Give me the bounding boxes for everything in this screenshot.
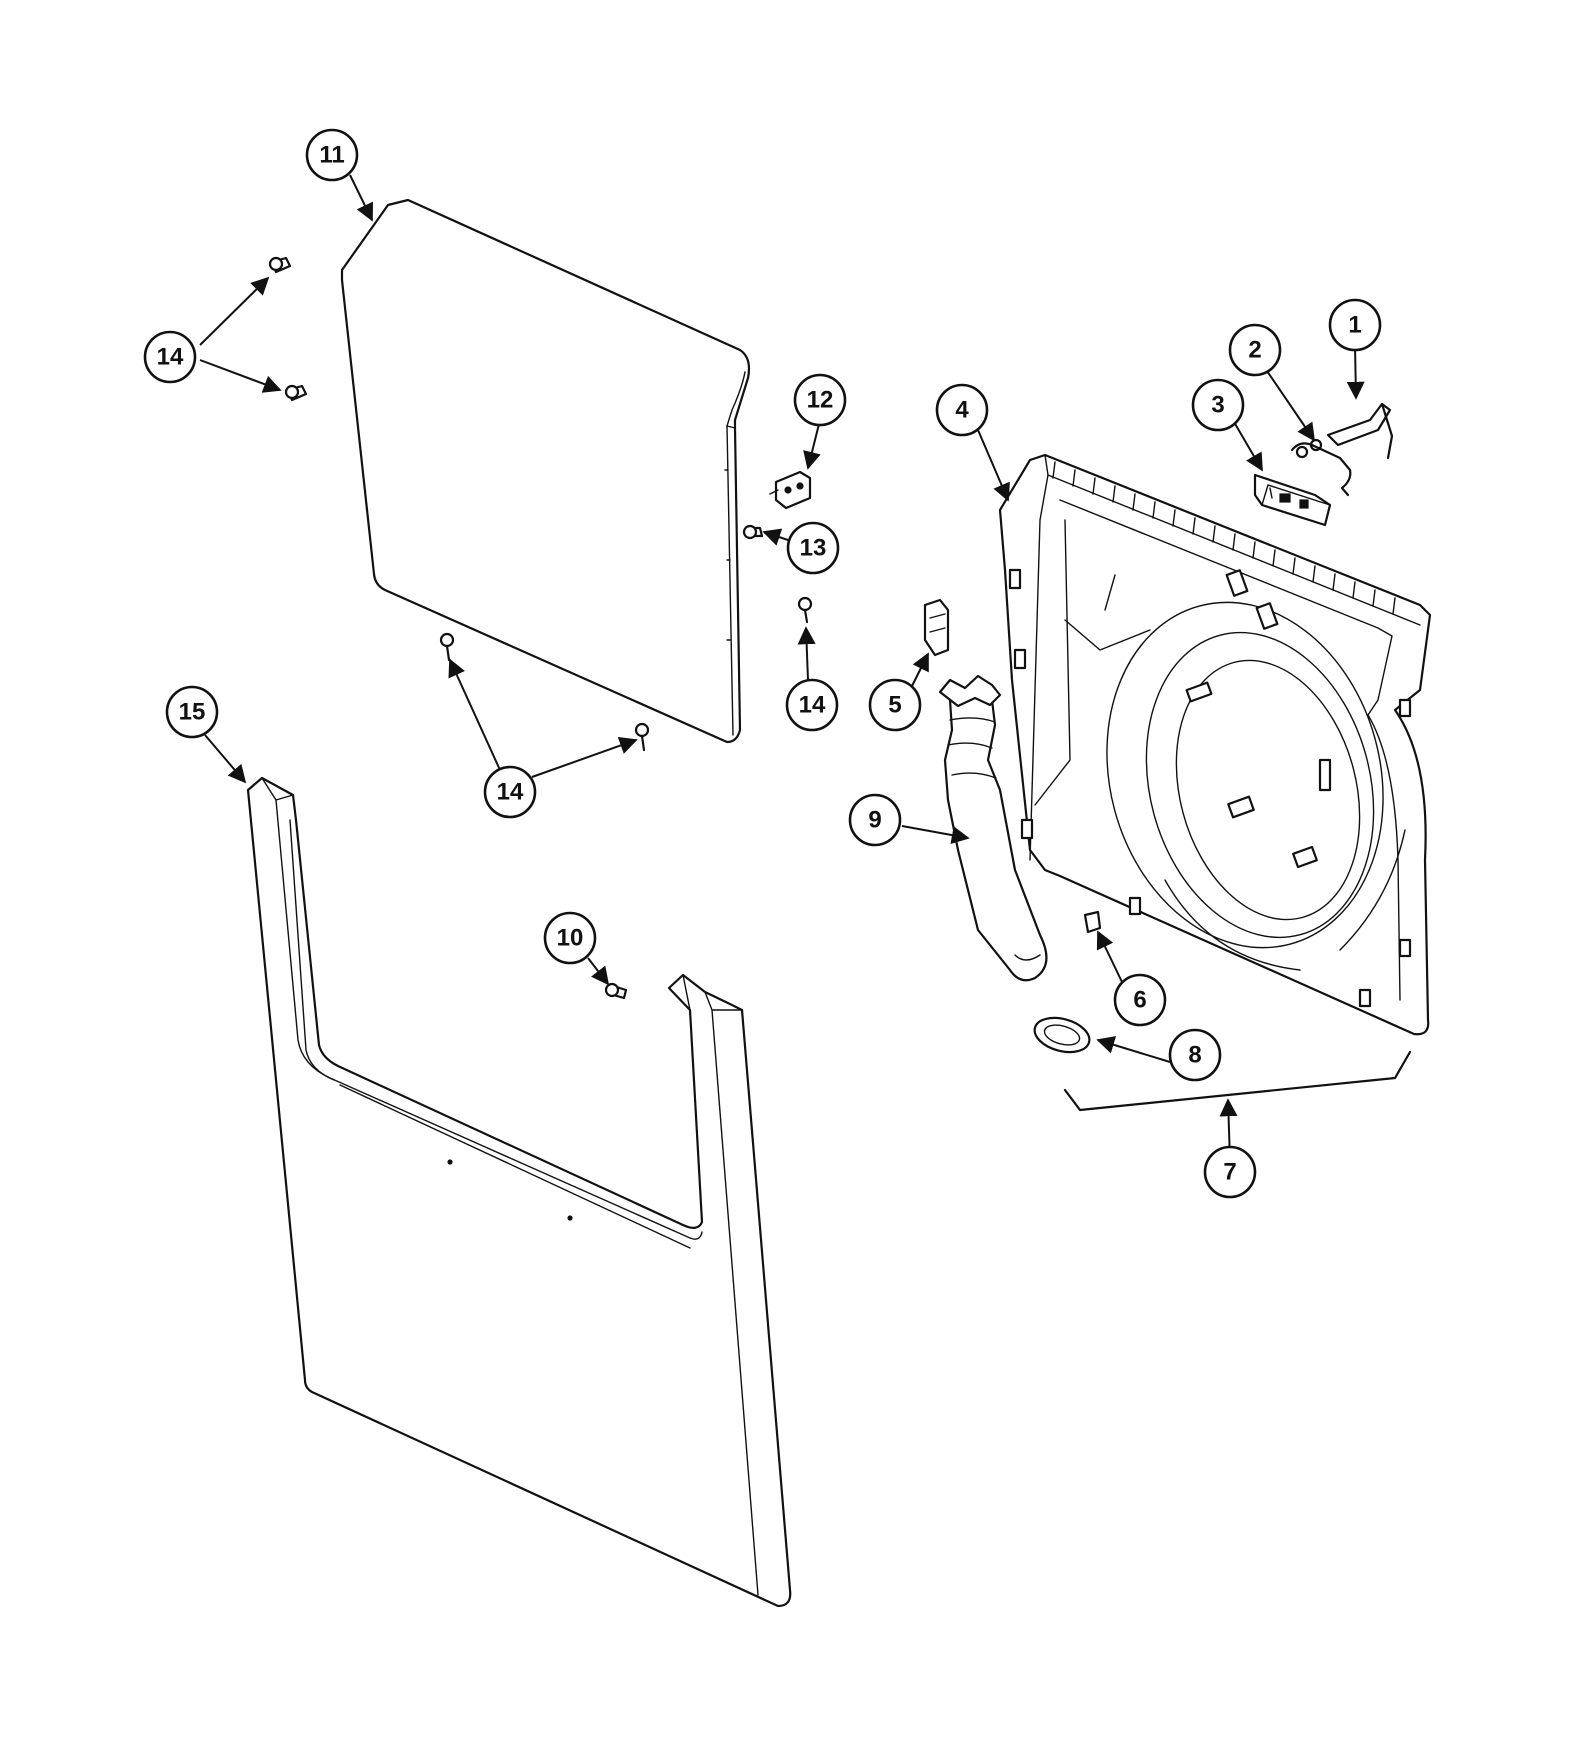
callout-3: 3 xyxy=(1191,378,1245,432)
screw-14-low-a xyxy=(439,632,455,662)
screw-14-low-b xyxy=(634,722,650,752)
front-bulkhead-part xyxy=(998,453,1432,1036)
callout-12: 12 xyxy=(793,373,847,427)
callout-14-left-label: 14 xyxy=(157,344,184,371)
callout-14-bottom: 14 xyxy=(483,765,537,819)
callout-14-right: 14 xyxy=(785,678,839,732)
small-clip-part xyxy=(1083,910,1102,934)
callout-14-left: 14 xyxy=(143,330,197,384)
callout-6: 6 xyxy=(1113,973,1167,1027)
screw-14-panel xyxy=(797,596,813,624)
callout-4-label: 4 xyxy=(955,397,969,424)
callout-3-label: 3 xyxy=(1211,392,1224,419)
callout-5-label: 5 xyxy=(888,692,901,719)
callout-8-label: 8 xyxy=(1188,1042,1201,1069)
callout-1: 1 xyxy=(1328,298,1382,352)
callout-2: 2 xyxy=(1228,323,1282,377)
clip-part xyxy=(923,598,950,657)
screw-14-top xyxy=(268,256,292,274)
callout-15: 15 xyxy=(165,685,219,739)
callout-12-label: 12 xyxy=(807,387,834,414)
callout-13-label: 13 xyxy=(800,535,827,562)
callout-14-right-label: 14 xyxy=(799,692,826,719)
callout-8: 8 xyxy=(1168,1028,1222,1082)
grommet-part xyxy=(1033,1016,1091,1054)
callout-1-label: 1 xyxy=(1348,312,1361,339)
screw-14-mid xyxy=(284,384,308,402)
spring-part xyxy=(1290,438,1352,497)
callout-7-label: 7 xyxy=(1223,1159,1236,1186)
front-panel-part xyxy=(246,776,792,1608)
callout-15-label: 15 xyxy=(179,699,206,726)
callout-2-label: 2 xyxy=(1248,337,1261,364)
callout-11: 11 xyxy=(305,128,359,182)
callout-10: 10 xyxy=(543,911,597,965)
screw-13 xyxy=(742,524,764,540)
callout-7: 7 xyxy=(1203,1145,1257,1199)
hinge-part xyxy=(769,470,812,510)
screw-10 xyxy=(604,982,628,1000)
callout-10-label: 10 xyxy=(557,925,584,952)
callout-6-label: 6 xyxy=(1133,987,1146,1014)
callout-14-bottom-label: 14 xyxy=(497,779,524,806)
bracket-7 xyxy=(1063,1050,1412,1112)
grille-hatch xyxy=(1052,461,1396,615)
wire-rod-part xyxy=(1326,402,1394,460)
callout-9: 9 xyxy=(848,793,902,847)
callout-11-label: 11 xyxy=(319,142,344,169)
callout-9-label: 9 xyxy=(868,807,881,834)
callout-4: 4 xyxy=(935,383,989,437)
callout-13: 13 xyxy=(786,521,840,575)
hose-part xyxy=(938,674,1048,982)
leader-lines xyxy=(199,174,1365,1161)
latch-part xyxy=(1253,473,1332,527)
top-panel-part xyxy=(340,198,751,744)
callout-5: 5 xyxy=(868,678,922,732)
